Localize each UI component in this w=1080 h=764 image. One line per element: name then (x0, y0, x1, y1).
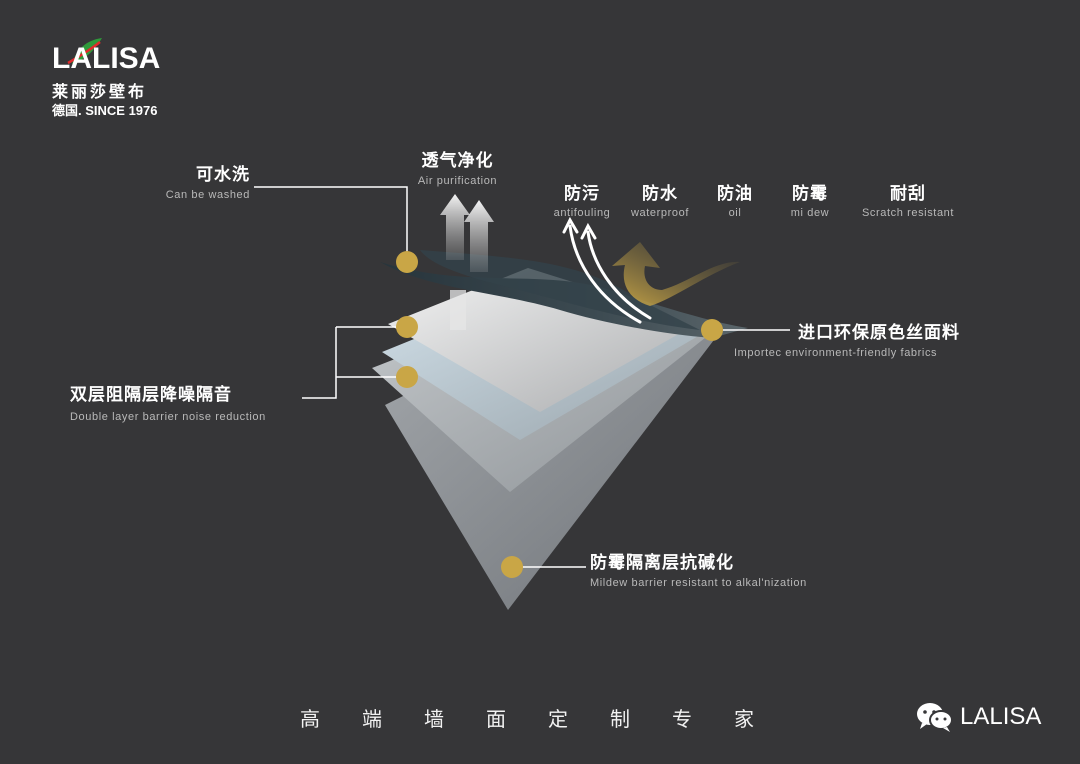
fabric-en: Importec environment-friendly fabrics (734, 347, 938, 359)
feature-mildew: 防霉隔离层抗碱化 Mildew barrier resistant to alk… (590, 548, 850, 589)
logo-wordmark: LALISA (52, 42, 161, 75)
footer-brand: LALISA (960, 703, 1042, 730)
stain-en: mi dew (790, 207, 830, 219)
footer-slogan: 高端墙面定制专家 (300, 707, 796, 731)
mildew-cn: 防霉隔离层抗碱化 (590, 553, 734, 573)
feature-stain-1: 防水 waterproof (618, 179, 702, 219)
feature-stain-2: 防油 oil (696, 179, 774, 219)
logo-since: 德国. SINCE 1976 (52, 103, 158, 118)
stain-en: waterproof (631, 207, 689, 219)
connector-lines (254, 186, 790, 568)
washable-cn: 可水洗 (196, 165, 250, 185)
barrier-en: Double layer barrier noise reduction (70, 411, 266, 423)
feature-barrier: 双层阻隔层降噪隔音 Double layer barrier noise red… (70, 380, 310, 423)
stain-en: Scratch resistant (861, 207, 955, 219)
gold-swoosh (612, 242, 740, 306)
footer-brand-block: LALISA (916, 700, 1066, 734)
feature-washable: 可水洗 Can be washed (140, 160, 250, 201)
mildew-en: Mildew barrier resistant to alkal'nizati… (590, 577, 807, 589)
feature-air: 透气净化 Air purification (395, 146, 520, 187)
barrier-cn: 双层阻隔层降噪隔音 (70, 385, 232, 405)
feature-stain-0: 防污 antifouling (540, 179, 624, 219)
stain-cn: 防霉 (792, 184, 828, 204)
stain-cn: 防油 (717, 184, 753, 204)
feature-stain-3: 防霉 mi dew (772, 179, 848, 219)
stain-cn: 防污 (564, 184, 600, 204)
fabric-cn: 进口环保原色丝面料 (798, 323, 960, 343)
logo: LALISA 莱丽莎壁布 德国. SINCE 1976 (52, 38, 182, 118)
stain-cn: 防水 (642, 184, 678, 204)
leaf-icon (67, 38, 102, 65)
feature-stain-4: 耐刮 Scratch resistant (846, 179, 970, 219)
repel-arrows (562, 216, 652, 324)
stain-en: antifouling (553, 207, 611, 219)
stain-cn: 耐刮 (890, 184, 926, 204)
logo-chinese-name: 莱丽莎壁布 (52, 82, 148, 101)
feature-fabric: 进口环保原色丝面料 Importec environment-friendly … (734, 318, 984, 359)
air-arrows (440, 194, 494, 330)
air-en: Air purification (417, 175, 498, 187)
stain-en: oil (728, 207, 742, 219)
gold-dots (396, 251, 723, 578)
wechat-icon (917, 703, 953, 732)
air-cn: 透气净化 (421, 151, 494, 171)
washable-en: Can be washed (165, 189, 250, 201)
